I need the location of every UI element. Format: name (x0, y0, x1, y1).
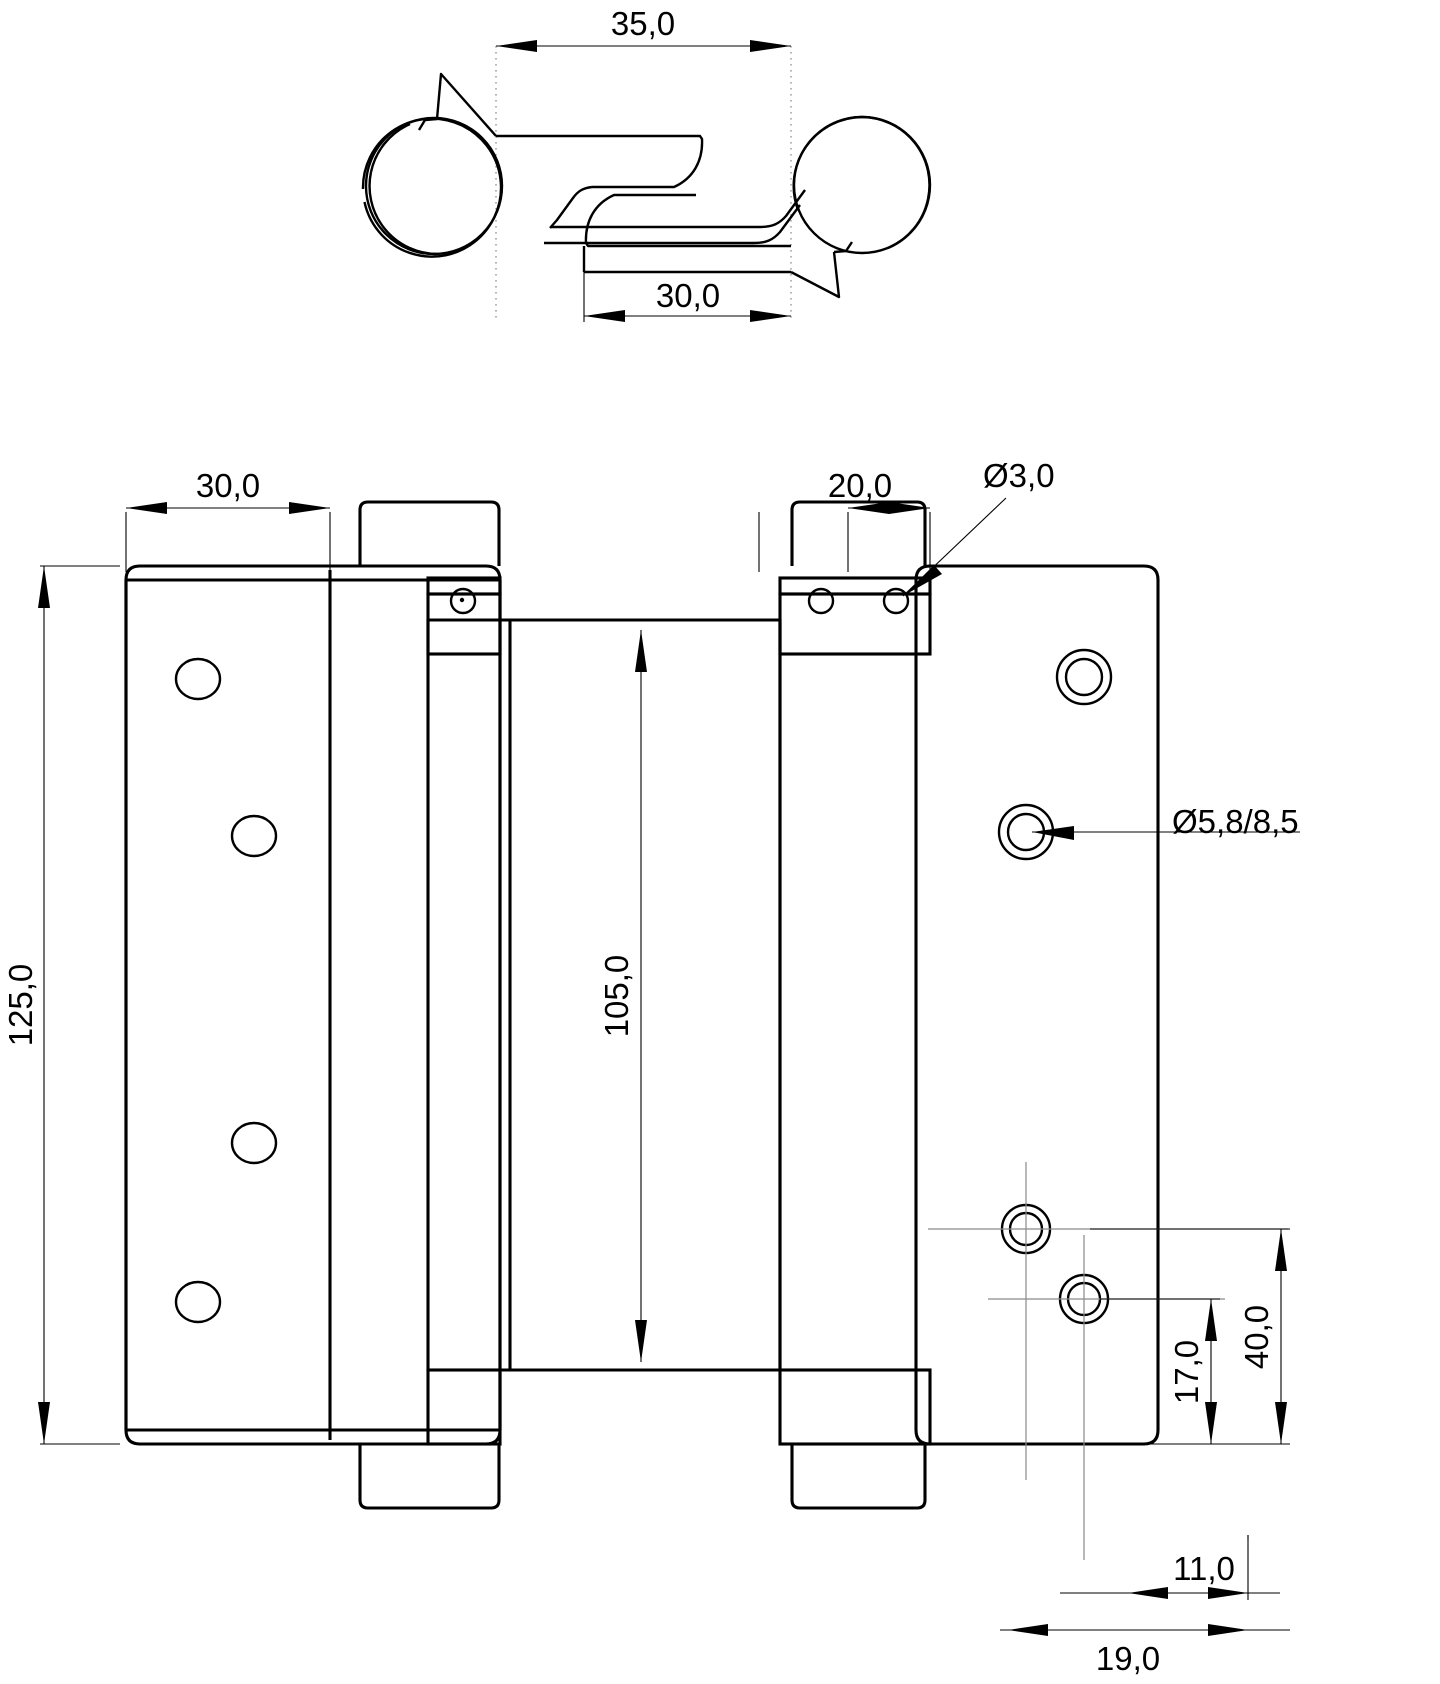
dim-front-20: 20,0 (758, 467, 931, 572)
dim-label-top-35: 35,0 (611, 5, 675, 42)
dim-label-front-19: 19,0 (1096, 1640, 1160, 1677)
top-view-left-barrel (361, 116, 504, 258)
right-leaf-tr-corner (1143, 564, 1160, 581)
dim-label-front-20: 20,0 (828, 467, 892, 504)
dim-front-125: 125,0 (2, 565, 120, 1445)
top-view-right-barrel (792, 115, 932, 255)
top-view-left-flag (435, 72, 497, 137)
dim-label-front-11: 11,0 (1173, 1550, 1235, 1587)
left-leaf-hole-2 (230, 814, 278, 858)
left-bracket-top-box (426, 592, 502, 656)
right-pin-hole-b (882, 587, 910, 615)
right-bottom-knuckle (790, 1444, 927, 1510)
top-view-left-flag-notch (417, 117, 438, 131)
left-top-knuckle (358, 500, 501, 566)
left-leaf-hole-1 (174, 657, 222, 701)
top-view-upper-arm-taper (549, 185, 593, 229)
dim-top-35: 35,0 (496, 5, 791, 52)
dim-front-11: 11,0 (1060, 1535, 1280, 1600)
callout-dia-58-85: Ø5,8/8,5 (1032, 803, 1300, 840)
dim-label-front-105: 105,0 (598, 955, 635, 1038)
dim-front-17: 17,0 (1100, 1298, 1220, 1445)
dim-label-front-17: 17,0 (1168, 1340, 1205, 1404)
left-leaf-bottom-corner (124, 1429, 502, 1446)
right-leaf-br-corner (1143, 1429, 1160, 1446)
right-top-knuckle (790, 500, 927, 566)
left-bracket-bottom-box (426, 1368, 502, 1446)
callout-label-dia-58-85: Ø5,8/8,5 (1172, 803, 1299, 840)
left-leaf-hole-4 (174, 1280, 222, 1324)
dim-front-105: 105,0 (598, 630, 647, 1362)
dim-label-front-125: 125,0 (2, 964, 39, 1047)
right-leaf-hole-3 (928, 1162, 1288, 1480)
dim-top-30: 30,0 (583, 272, 791, 322)
left-leaf-hole-3 (230, 1121, 278, 1165)
dim-front-30: 30,0 (125, 467, 331, 572)
top-view-rail-lower (544, 204, 801, 245)
top-view-upper-arm (496, 134, 704, 189)
left-leaf-plate (124, 578, 502, 1432)
callout-dia-3: Ø3,0 (902, 457, 1055, 597)
dim-label-front-40: 40,0 (1238, 1305, 1275, 1369)
right-leaf-bl-corner (914, 1429, 931, 1446)
left-leaf-top-left-corner (124, 564, 141, 581)
dim-front-40: 40,0 (1090, 1228, 1290, 1445)
right-bracket-top-box (778, 592, 932, 656)
right-leaf-hole-1 (1055, 648, 1113, 706)
top-view-rail-upper (551, 189, 806, 229)
top-view-right-flag (790, 251, 841, 299)
top-view-lower-arm (584, 193, 791, 248)
dim-front-19: 19,0 (1000, 1624, 1290, 1677)
top-view-right-flag-notch (833, 241, 853, 254)
front-view: Ø3,0 Ø5,8/8,5 30,0 20,0 (2, 457, 1300, 1677)
left-pin-hole-top (449, 587, 477, 615)
left-bottom-knuckle (358, 1444, 501, 1510)
left-bracket-marker (459, 597, 465, 603)
dim-label-front-30: 30,0 (196, 467, 260, 504)
callout-label-dia-3: Ø3,0 (983, 457, 1055, 494)
right-bracket-bottom-box (778, 1368, 932, 1446)
right-pin-hole-a (807, 587, 835, 615)
dim-label-top-30: 30,0 (656, 277, 720, 314)
top-view: 35,0 30,0 (361, 5, 932, 322)
